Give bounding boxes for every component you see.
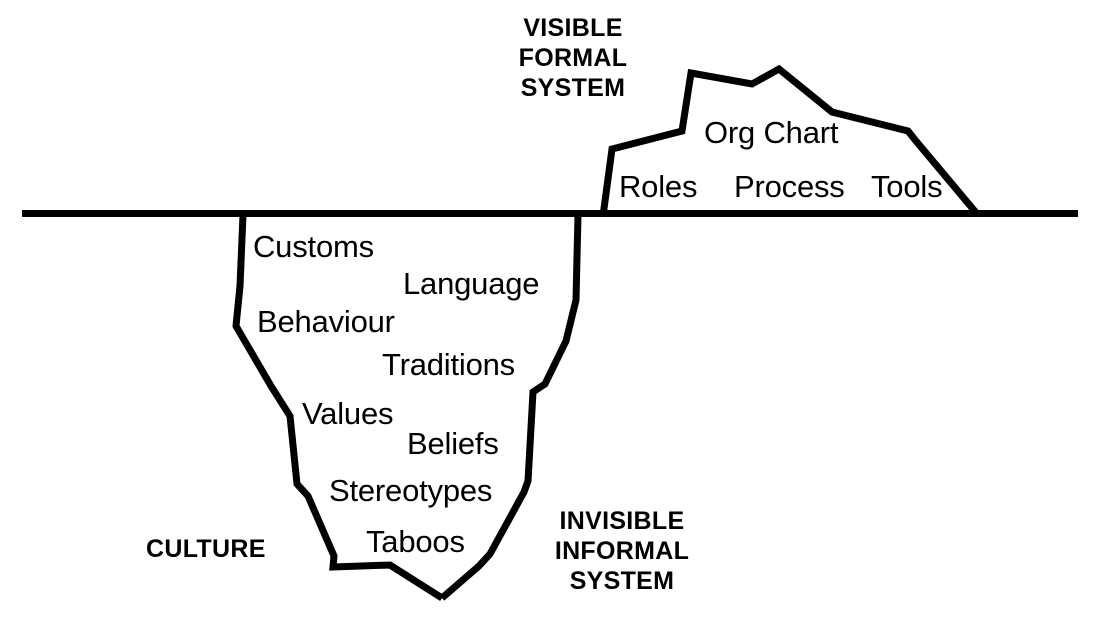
iceberg-body-left-edge (232, 214, 444, 601)
iceberg-tip-outline (599, 64, 981, 218)
caption-visible-line-3: SYSTEM (520, 74, 626, 102)
caption-invisible-line-3: SYSTEM (569, 567, 675, 595)
caption-culture: CULTURE (146, 535, 266, 563)
label-traditions: Traditions (382, 347, 515, 382)
label-behaviour: Behaviour (257, 304, 395, 339)
label-org-chart: Org Chart (704, 115, 839, 150)
caption-visible-line-2: FORMAL (518, 44, 628, 72)
waterline (22, 210, 1078, 217)
caption-invisible-informal-system: INVISIBLE INFORMAL SYSTEM (542, 506, 702, 596)
label-roles: Roles (619, 169, 698, 204)
label-beliefs: Beliefs (407, 426, 499, 461)
caption-invisible-line-2: INFORMAL (554, 537, 690, 565)
iceberg-body-right-edge (439, 214, 582, 601)
caption-visible-line-1: VISIBLE (523, 14, 623, 42)
label-values: Values (302, 396, 394, 431)
label-tools: Tools (871, 169, 943, 204)
caption-invisible-line-1: INVISIBLE (559, 507, 685, 535)
label-language: Language (403, 266, 540, 301)
label-taboos: Taboos (366, 524, 465, 559)
caption-visible-formal-system: VISIBLE FORMAL SYSTEM (497, 13, 649, 103)
label-process: Process (734, 169, 845, 204)
label-stereotypes: Stereotypes (329, 473, 493, 508)
label-customs: Customs (253, 229, 374, 264)
